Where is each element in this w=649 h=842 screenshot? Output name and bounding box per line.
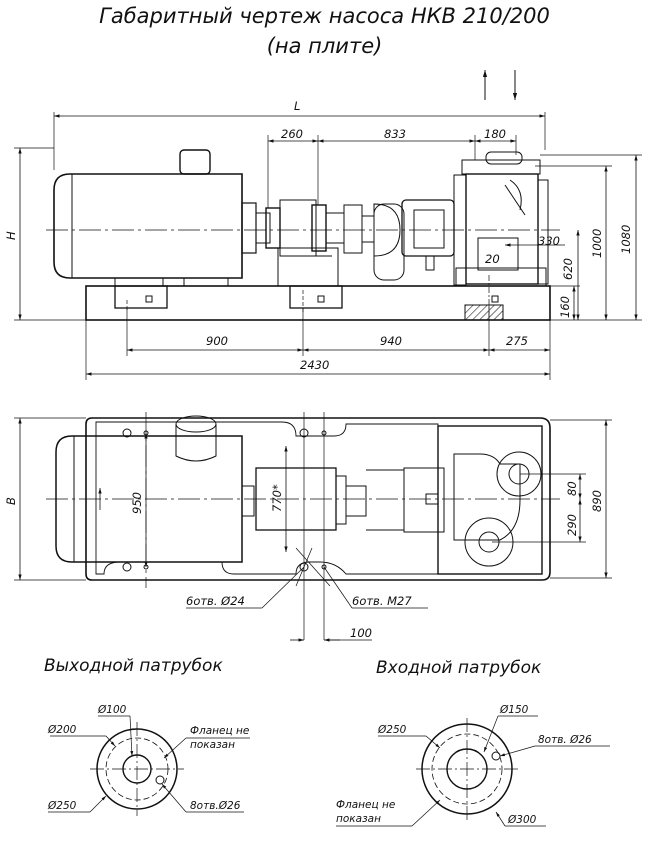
inlet-flange	[336, 715, 610, 827]
inlet-dia-250: Ø250	[377, 724, 407, 736]
outlet-heading: Выходной патрубок	[44, 656, 223, 676]
holes-m27: 6отв. М27	[352, 594, 412, 608]
coupling-foot	[289, 285, 343, 309]
dim-620: 620	[561, 258, 575, 280]
pump-body	[361, 151, 549, 303]
electric-motor	[53, 149, 257, 287]
dim-275: 275	[506, 334, 528, 348]
inlet-heading: Входной патрубок	[376, 658, 542, 678]
dim-L: L	[294, 99, 300, 113]
mounting-holes	[122, 428, 327, 572]
dim-330: 330	[538, 234, 560, 248]
coupling-assembly	[255, 199, 363, 287]
drawing-title: Габаритный чертеж насоса НКВ 210/200	[99, 4, 550, 28]
motor-foot	[114, 285, 168, 309]
holes-dia24: 6отв. Ø24	[186, 594, 245, 608]
inlet-note-line1: Фланец не	[336, 799, 395, 811]
dim-B: B	[4, 497, 18, 505]
dim-100: 100	[350, 626, 372, 640]
dim-890: 890	[590, 490, 604, 512]
dim-80: 80	[565, 481, 579, 496]
dim-2430: 2430	[300, 358, 329, 372]
outlet-note-line1: Фланец не	[190, 725, 249, 737]
coupling-plan	[255, 467, 445, 533]
dim-1080: 1080	[619, 225, 633, 254]
outlet-note-line2: показан	[190, 739, 235, 751]
dim-770: 770*	[270, 484, 284, 512]
drawing-subtitle: (на плите)	[266, 34, 383, 58]
dim-940: 940	[380, 334, 402, 348]
inlet-holes: 8отв. Ø26	[538, 734, 592, 746]
plan-view	[14, 412, 612, 642]
dim-H: H	[4, 231, 18, 240]
inlet-note-line2: показан	[336, 813, 381, 825]
dim-160: 160	[558, 296, 572, 318]
foundation-bolt-section	[464, 304, 504, 321]
dim-833: 833	[384, 127, 406, 141]
dim-20: 20	[485, 252, 500, 266]
outlet-dia-250: Ø250	[47, 800, 77, 812]
dimension-labels: L 260 833 180 330 20 900 940 275 2430 H …	[4, 99, 633, 826]
outlet-dia-100: Ø100	[97, 704, 127, 716]
outlet-holes: 8отв.Ø26	[190, 800, 241, 812]
outlet-flange	[48, 715, 250, 816]
base-plate-plan	[85, 417, 551, 581]
dim-290: 290	[565, 514, 579, 536]
dim-180: 180	[484, 127, 506, 141]
dim-1000: 1000	[590, 229, 604, 258]
dim-950: 950	[130, 492, 144, 514]
pump-plan	[437, 425, 543, 575]
side-view	[14, 70, 642, 380]
inlet-dia-150: Ø150	[499, 704, 529, 716]
electric-motor-plan	[55, 415, 255, 563]
dim-260: 260	[281, 127, 303, 141]
dim-900: 900	[206, 334, 228, 348]
outlet-dia-200: Ø200	[47, 724, 77, 736]
inlet-dia-300: Ø300	[507, 814, 537, 826]
